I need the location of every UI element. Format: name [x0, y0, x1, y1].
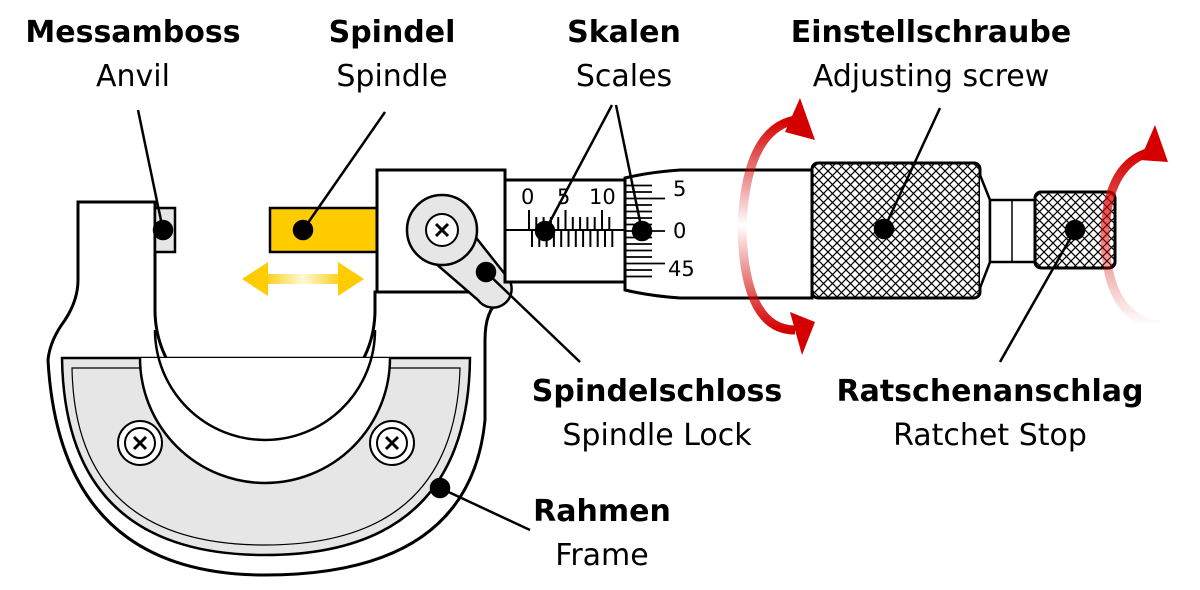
- spindle-lock: [405, 193, 513, 309]
- thimble: [623, 168, 814, 300]
- sleeve-scale-label-10: 10: [589, 185, 616, 209]
- frame-screw-right: [369, 420, 415, 466]
- sleeve-scale: [503, 178, 627, 284]
- thimble-scale-label-5: 5: [673, 177, 686, 201]
- frame-screw-left: [117, 420, 163, 466]
- thimble-scale-label-0: 0: [673, 219, 686, 243]
- sleeve-scale-label-0: 0: [521, 185, 534, 209]
- adjusting-screw-neck: [978, 174, 992, 289]
- thimble-scale-label-45: 45: [668, 257, 695, 281]
- adjusting-screw: [810, 161, 982, 300]
- spindle-motion-arrow: [242, 262, 364, 296]
- frame: [46, 200, 508, 577]
- spindle: [268, 206, 379, 254]
- rotation-arrow-ratchet: [1100, 125, 1168, 330]
- rotation-arrow-thimble: [737, 98, 815, 355]
- leader-lines: [136, 104, 1086, 532]
